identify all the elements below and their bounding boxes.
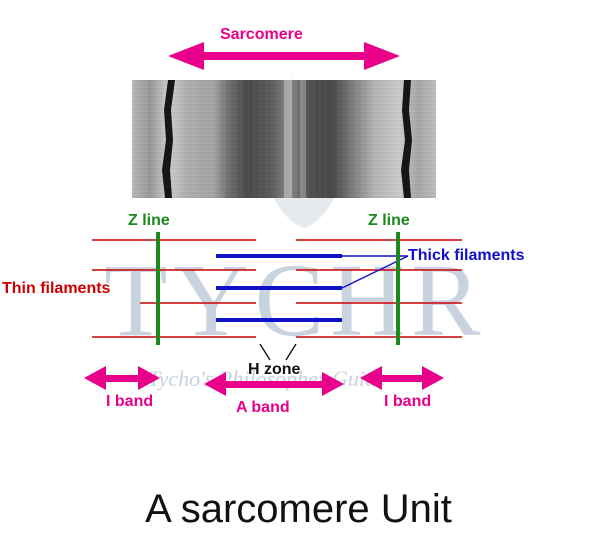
h-zone-pointers xyxy=(259,343,297,361)
thick-filaments-label: Thick filaments xyxy=(408,247,525,264)
z-line-left-label: Z line xyxy=(128,212,170,229)
sarcomere-label: Sarcomere xyxy=(220,26,303,43)
z-line-right-label: Z line xyxy=(368,212,410,229)
thin-filaments-label: Thin filaments xyxy=(2,280,111,297)
z-disc-right-dark xyxy=(401,80,412,198)
a-band-label: A band xyxy=(236,399,290,416)
figure-caption: A sarcomere Unit xyxy=(145,487,452,531)
i-band-right-label: I band xyxy=(384,393,432,410)
thick-filaments xyxy=(216,254,342,322)
h-zone-label: H zone xyxy=(248,361,301,378)
sarcomere-arrow xyxy=(168,42,400,70)
sarcomere-micrograph xyxy=(132,80,436,198)
i-band-right-arrow xyxy=(360,366,444,390)
i-band-left-label: I band xyxy=(106,393,154,410)
z-lines xyxy=(156,232,400,345)
a-band-arrow xyxy=(204,372,344,396)
z-disc-left-dark xyxy=(162,80,175,198)
i-band-left-arrow xyxy=(84,366,160,390)
